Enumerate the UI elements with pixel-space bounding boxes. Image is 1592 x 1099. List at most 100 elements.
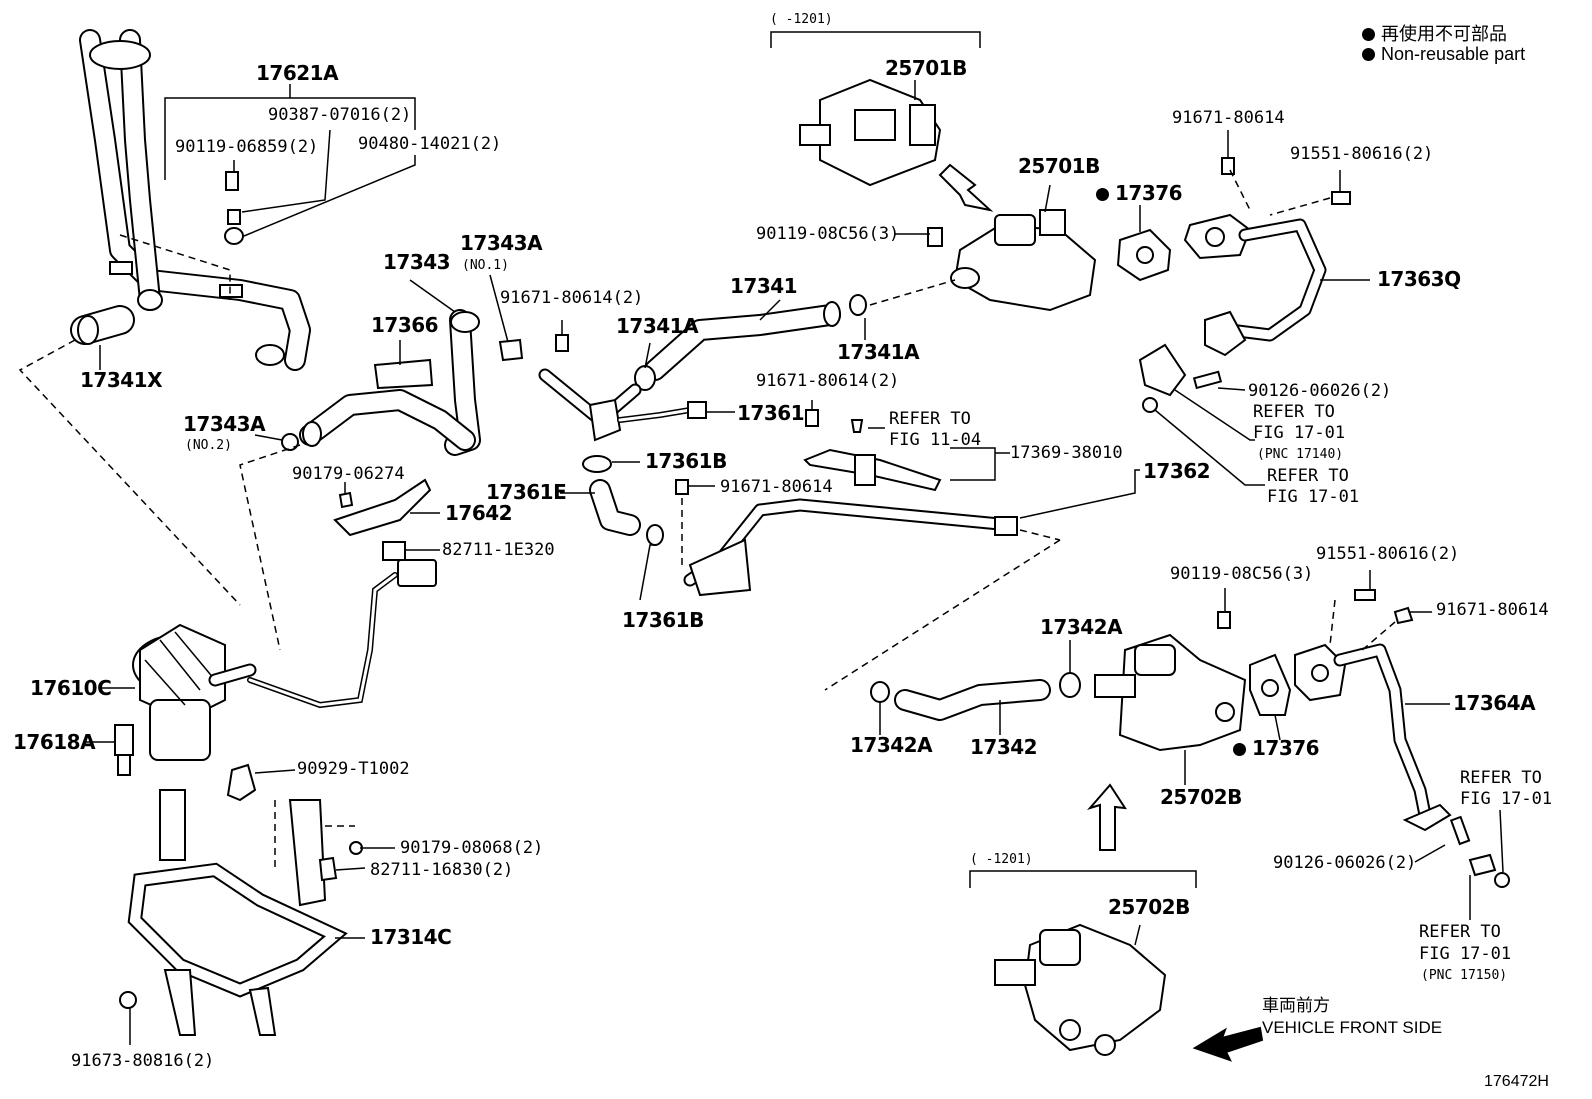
part-label: 90126-06026(2): [1248, 381, 1392, 401]
ref-label: FIG 17-01: [1253, 423, 1346, 443]
part-label: 25701B: [885, 56, 967, 80]
range-bottom: ( -1201): [970, 852, 1033, 867]
part-label: 90119-06859(2): [175, 137, 319, 157]
part-label-nonreusable: 17376: [1096, 181, 1183, 205]
valve-25701B: [895, 184, 1097, 312]
direction-jp: 車両前方: [1262, 996, 1330, 1015]
ref-label: REFER TO: [1460, 768, 1542, 788]
air-injection-pipe-17621A: [79, 29, 311, 371]
part-label: 90119-08C56(3): [1170, 564, 1314, 584]
ref-label: FIG 17-01: [1419, 944, 1512, 964]
pipe-17363Q: [1183, 130, 1370, 357]
ref-label: REFER TO: [1267, 466, 1349, 486]
part-label: 90480-14021(2): [358, 134, 502, 154]
part-label: 17621A: [256, 61, 339, 85]
legend-en-text: Non-reusable part: [1381, 44, 1526, 64]
non-reusable-dot-icon: [1362, 28, 1375, 41]
ref-label: (PNC 17140): [1257, 447, 1344, 462]
ref-label: REFER TO: [1419, 922, 1501, 942]
diagram-id: 176472H: [1484, 1073, 1549, 1090]
bracket-17369-38010: [803, 400, 1010, 492]
part-label: 17343: [383, 250, 451, 274]
ref-label: FIG 17-01: [1460, 789, 1553, 809]
pipe-17364A: [1294, 570, 1510, 920]
ref-label: FIG 11-04: [889, 430, 982, 450]
legend-en: Non-reusable part: [1362, 44, 1525, 65]
part-label: 17363Q: [1377, 267, 1461, 291]
part-label: 17366: [371, 313, 439, 337]
part-label: 17343A: [183, 412, 266, 436]
valve-25701B-reference: [770, 31, 994, 212]
part-label: 17342A: [1040, 615, 1123, 639]
part-label: 82711-1E320: [442, 540, 555, 560]
direction-en: VEHICLE FRONT SIDE: [1262, 1018, 1443, 1037]
part-label: 90387-07016(2): [268, 105, 412, 125]
gasket-17376-top: [1116, 205, 1172, 282]
part-label: 25701B: [1018, 154, 1100, 178]
part-label: 17642: [445, 501, 513, 525]
part-label: 91673-80816(2): [71, 1051, 215, 1071]
hose-17361E: [560, 455, 664, 601]
part-label: 90119-08C56(3): [756, 224, 900, 244]
part-label: 17362: [1143, 459, 1211, 483]
non-reusable-dot-icon: [1362, 48, 1375, 61]
part-label: 17376: [1252, 736, 1320, 760]
part-label: 25702B: [1108, 895, 1190, 919]
part-label: 17376: [1115, 181, 1183, 205]
part-label: 91671-80614: [720, 477, 833, 497]
bolt-90119-06859: [224, 171, 244, 245]
ref-label: REFER TO: [889, 409, 971, 429]
part-label: 17341A: [616, 314, 699, 338]
exhaust-manifold-ref: [1138, 343, 1265, 486]
gasket-17376-bottom: [1249, 653, 1292, 741]
bracket-17642: [239, 444, 440, 651]
non-reusable-dot-icon: [1233, 743, 1246, 756]
part-label-note: (NO.1): [462, 258, 509, 273]
part-label: 91671-80614(2): [756, 371, 900, 391]
legend-jp-text: 再使用不可部品: [1381, 24, 1507, 44]
ref-label: FIG 17-01: [1267, 487, 1360, 507]
valve-25702B-reference: [969, 870, 1197, 1056]
part-label: 17342A: [850, 733, 933, 757]
part-label-nonreusable: 17376: [1233, 736, 1320, 760]
part-label: 17341X: [80, 368, 163, 392]
part-label: 91671-80614(2): [500, 288, 644, 308]
hose-17342: [870, 640, 1081, 735]
legend-jp: 再使用不可部品: [1362, 20, 1507, 46]
part-label: 17342: [970, 735, 1038, 759]
part-label: 17361B: [645, 449, 727, 473]
direction-arrows: [1086, 783, 1264, 1062]
part-label: 91671-80614: [1172, 108, 1285, 128]
part-label: 17618A: [13, 730, 96, 754]
non-reusable-dot-icon: [1096, 188, 1109, 201]
bracket-17314C: [119, 763, 395, 1045]
air-pump-17610C: [100, 559, 437, 761]
part-label: 91551-80616(2): [1290, 144, 1434, 164]
part-label-note: (NO.2): [185, 438, 232, 453]
part-label: 17361: [737, 401, 805, 425]
ref-label: (PNC 17150): [1421, 968, 1508, 983]
part-label: 90126-06026(2): [1273, 853, 1417, 873]
part-label: 17610C: [30, 676, 112, 700]
part-label: 91671-80614: [1436, 600, 1549, 620]
part-label: 90179-06274: [292, 464, 405, 484]
hose-17343: [254, 274, 524, 456]
part-label: 17343A: [460, 231, 543, 255]
part-label: 17369-38010: [1010, 443, 1123, 463]
range-top: ( -1201): [770, 12, 833, 27]
pipe-17361: [538, 320, 735, 442]
part-label: 17341: [730, 274, 798, 298]
part-label: 17361B: [622, 608, 704, 632]
part-label: 17314C: [370, 925, 452, 949]
part-label: 82711-16830(2): [370, 860, 514, 880]
hose-17341X: [70, 305, 135, 345]
part-label: 17364A: [1453, 691, 1536, 715]
leader-lines-left: [18, 84, 416, 606]
hose-17341: [634, 279, 956, 391]
ref-label: REFER TO: [1253, 402, 1335, 422]
part-label: 91551-80616(2): [1316, 544, 1460, 564]
pipe-17362: [675, 469, 1140, 691]
part-label: 17341A: [837, 340, 920, 364]
valve-25702B: [1094, 588, 1247, 785]
